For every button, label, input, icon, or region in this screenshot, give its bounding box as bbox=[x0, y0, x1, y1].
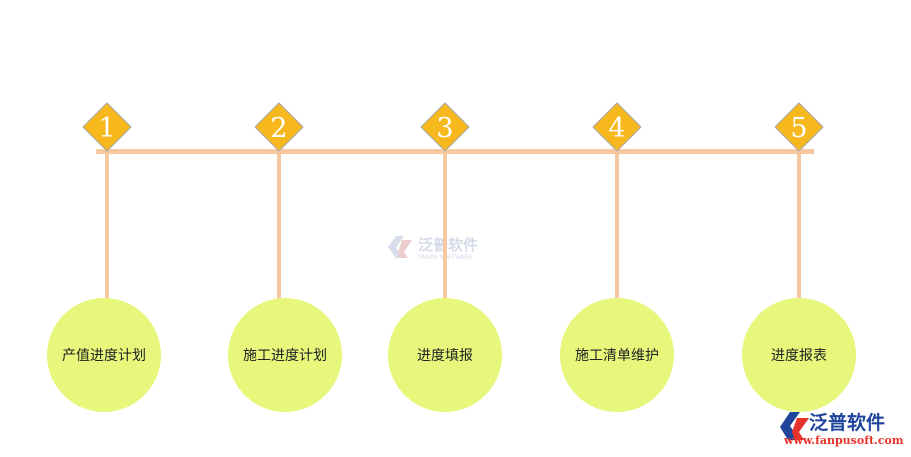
step-diamond bbox=[592, 102, 642, 152]
step-5: 进度报表 5 bbox=[742, 102, 856, 412]
step-circle bbox=[560, 298, 674, 412]
step-label: 进度报表 bbox=[771, 348, 827, 364]
brand-name: 泛普软件 bbox=[809, 411, 885, 434]
step-2: 施工进度计划 2 bbox=[228, 102, 342, 412]
step-label: 施工清单维护 bbox=[575, 348, 659, 364]
step-circle bbox=[228, 298, 342, 412]
connector-line bbox=[443, 151, 447, 300]
connector-line bbox=[797, 151, 801, 300]
step-circle bbox=[742, 298, 856, 412]
step-label: 进度填报 bbox=[417, 348, 473, 364]
connector-line bbox=[277, 151, 281, 300]
step-diamond bbox=[82, 102, 132, 152]
step-1: 产值进度计划 1 bbox=[47, 102, 161, 412]
watermark-logo-icon bbox=[388, 236, 412, 258]
step-number: 4 bbox=[608, 113, 625, 144]
center-watermark: 泛普软件 FANPU SOFTWARE bbox=[388, 236, 478, 261]
step-circle bbox=[47, 298, 161, 412]
brand-logo-icon bbox=[780, 412, 809, 440]
step-3: 进度填报 3 bbox=[388, 102, 502, 412]
step-number: 3 bbox=[436, 113, 453, 144]
step-diamond bbox=[254, 102, 304, 152]
watermark-name: 泛普软件 bbox=[418, 236, 478, 254]
connector-line bbox=[105, 151, 109, 300]
step-circle bbox=[388, 298, 502, 412]
step-label: 产值进度计划 bbox=[62, 348, 146, 364]
brand-logo: 泛普软件 www.fanpusoft.com bbox=[780, 411, 904, 447]
step-number: 2 bbox=[270, 113, 287, 144]
step-number: 5 bbox=[790, 113, 807, 144]
step-number: 1 bbox=[98, 113, 115, 144]
step-diamond bbox=[774, 102, 824, 152]
brand-url: www.fanpusoft.com bbox=[783, 434, 904, 447]
step-label: 施工进度计划 bbox=[243, 348, 327, 364]
timeline-bar bbox=[96, 149, 814, 154]
step-diamond bbox=[420, 102, 470, 152]
connector-line bbox=[615, 151, 619, 300]
step-4: 施工清单维护 4 bbox=[560, 102, 674, 412]
